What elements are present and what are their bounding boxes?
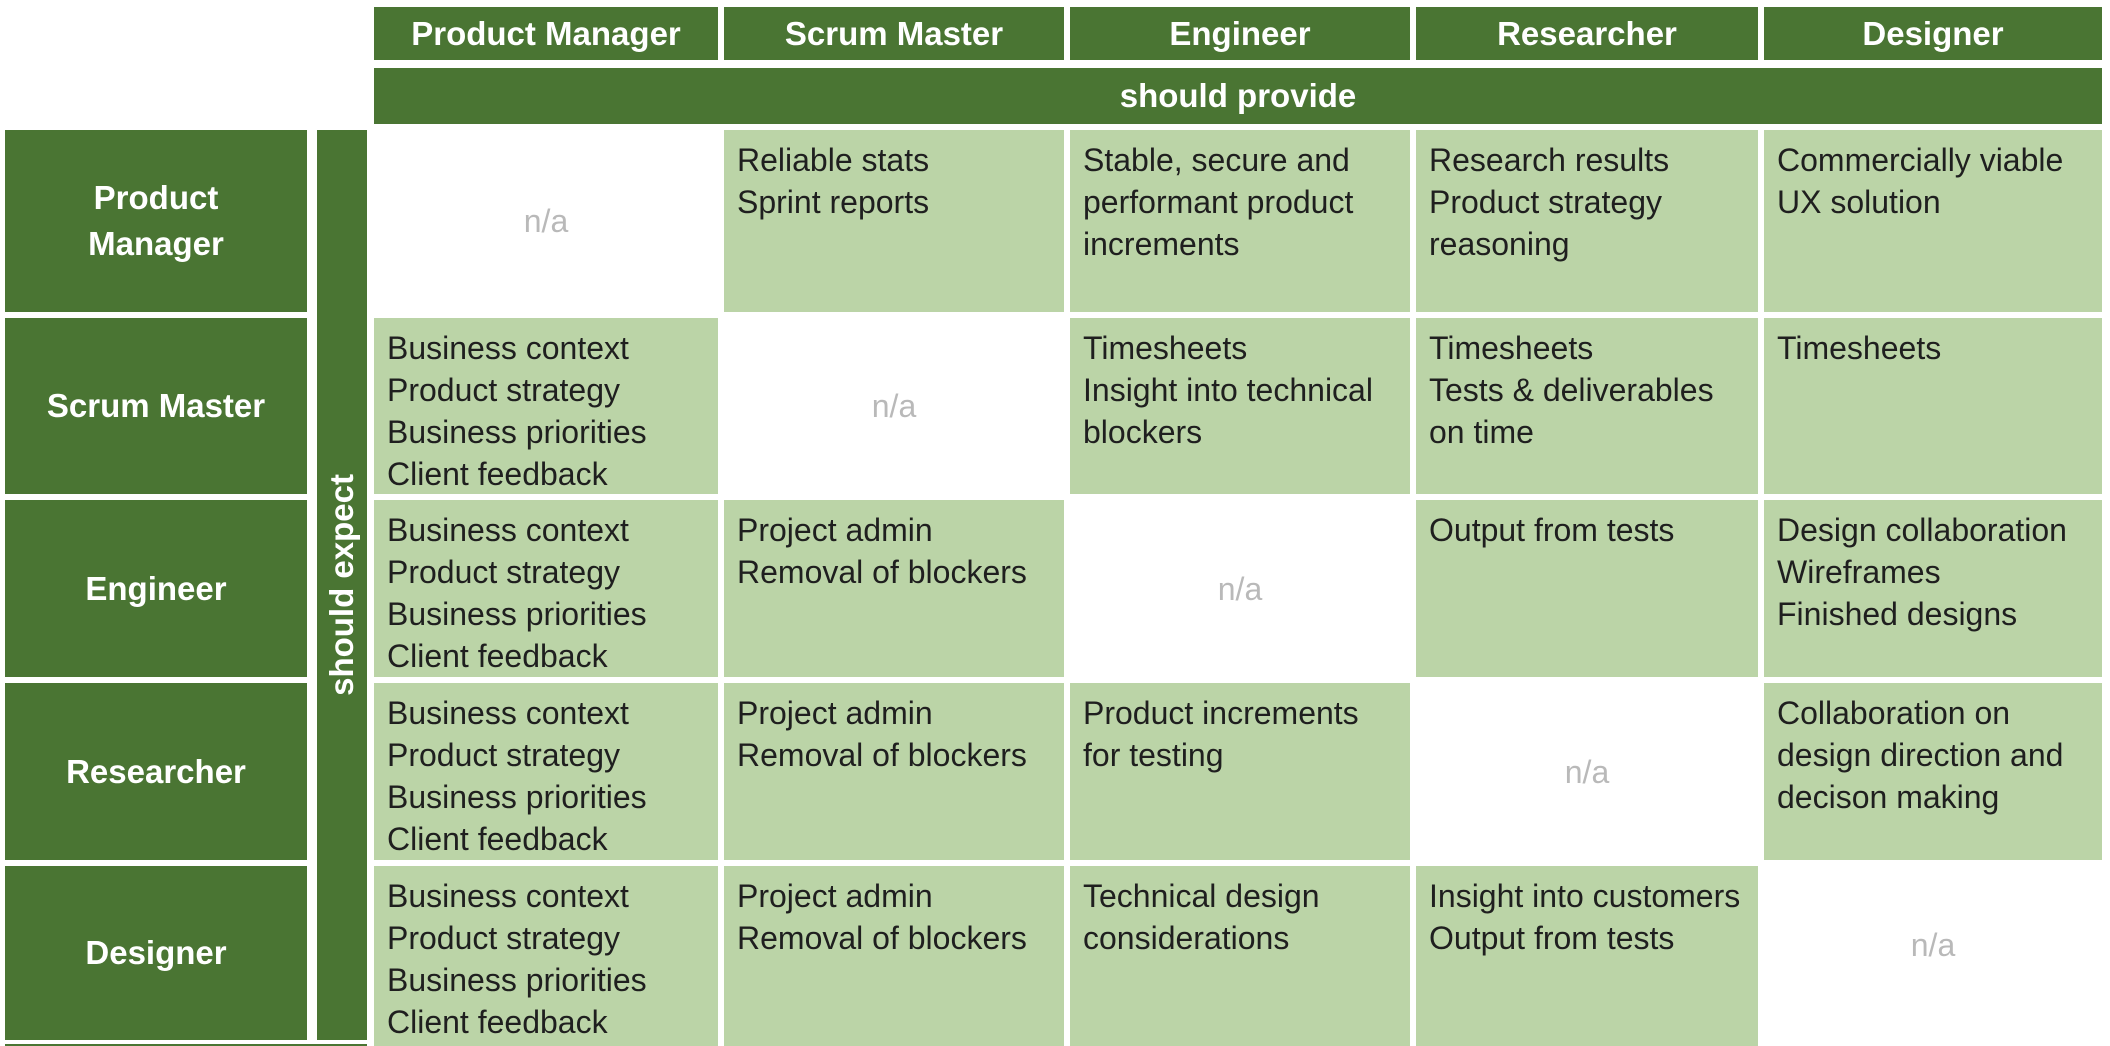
cell-scrum-master-researcher: Timesheets Tests & deliverables on time <box>1416 318 1758 494</box>
cell-scrum-master-scrum-master: n/a <box>724 318 1064 494</box>
cell-product-manager-engineer: Stable, secure and performant product in… <box>1070 130 1410 312</box>
column-header-designer: Designer <box>1764 7 2102 60</box>
cell-engineer-engineer: n/a <box>1070 500 1410 677</box>
cell-scrum-master-designer: Timesheets <box>1764 318 2102 494</box>
should-provide-banner: should provide <box>374 68 2102 124</box>
cell-scrum-master-engineer: Timesheets Insight into technical blocke… <box>1070 318 1410 494</box>
cell-designer-researcher: Insight into customers Output from tests <box>1416 866 1758 1046</box>
cell-designer-designer: n/a <box>1764 866 2102 1046</box>
cell-engineer-designer: Design collaboration Wireframes Finished… <box>1764 500 2102 677</box>
row-header-scrum-master: Scrum Master <box>5 318 307 494</box>
cell-designer-scrum-master: Project admin Removal of blockers <box>724 866 1064 1046</box>
row-header-product-manager: Product Manager <box>5 130 307 312</box>
table-bottom-edge <box>5 1044 367 1046</box>
cell-product-manager-scrum-master: Reliable stats Sprint reports <box>724 130 1064 312</box>
cell-researcher-engineer: Product increments for testing <box>1070 683 1410 860</box>
column-header-scrum-master: Scrum Master <box>724 7 1064 60</box>
cell-scrum-master-product-manager: Business context Product strategy Busine… <box>374 318 718 494</box>
cell-designer-engineer: Technical design considerations <box>1070 866 1410 1046</box>
cell-engineer-scrum-master: Project admin Removal of blockers <box>724 500 1064 677</box>
cell-researcher-product-manager: Business context Product strategy Busine… <box>374 683 718 860</box>
cell-product-manager-researcher: Research results Product strategy reason… <box>1416 130 1758 312</box>
cell-designer-product-manager: Business context Product strategy Busine… <box>374 866 718 1046</box>
column-header-product-manager: Product Manager <box>374 7 718 60</box>
cell-researcher-designer: Collaboration on design direction and de… <box>1764 683 2102 860</box>
cell-product-manager-product-manager: n/a <box>374 130 718 312</box>
cell-engineer-product-manager: Business context Product strategy Busine… <box>374 500 718 677</box>
row-header-designer: Designer <box>5 866 307 1040</box>
row-header-researcher: Researcher <box>5 683 307 860</box>
should-expect-label: should expect <box>323 474 360 696</box>
cell-product-manager-designer: Commercially viable UX solution <box>1764 130 2102 312</box>
cell-researcher-scrum-master: Project admin Removal of blockers <box>724 683 1064 860</box>
row-header-engineer: Engineer <box>5 500 307 677</box>
cell-engineer-researcher: Output from tests <box>1416 500 1758 677</box>
column-header-engineer: Engineer <box>1070 7 1410 60</box>
column-header-researcher: Researcher <box>1416 7 1758 60</box>
should-expect-strip: should expect <box>317 130 367 1040</box>
cell-researcher-researcher: n/a <box>1416 683 1758 860</box>
